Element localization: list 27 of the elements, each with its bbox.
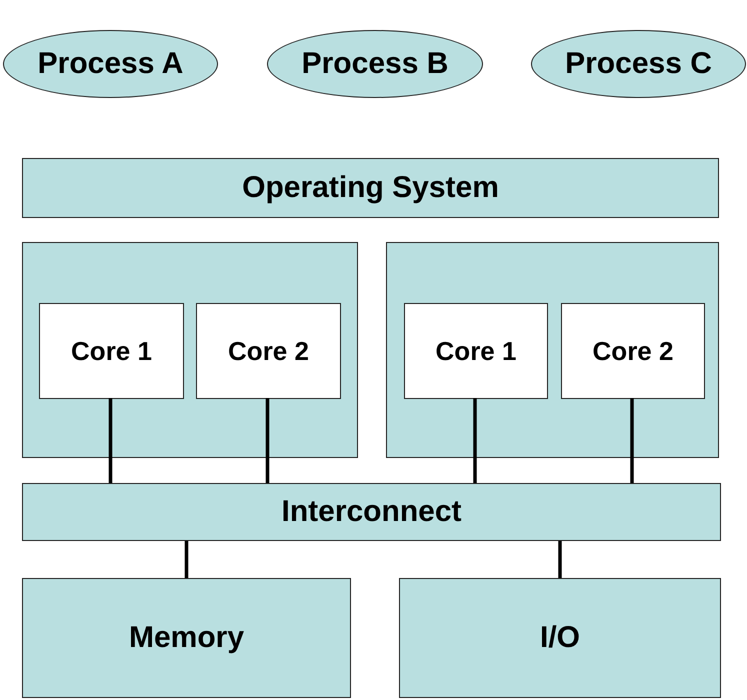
connector-line xyxy=(558,541,562,578)
interconnect-bar xyxy=(22,483,721,541)
node-label: Memory xyxy=(128,621,244,655)
connector-line xyxy=(184,541,188,578)
node-label: Interconnect xyxy=(281,495,462,529)
core-box xyxy=(196,303,341,399)
connector-line xyxy=(630,398,634,483)
node-label: Core 1 xyxy=(71,336,152,366)
node-label: Process C xyxy=(565,47,712,81)
node-label: Process B xyxy=(302,47,448,81)
node-label: Operating System xyxy=(242,171,499,205)
node-label: Core 1 xyxy=(436,336,516,366)
core-box xyxy=(39,303,184,399)
core-box xyxy=(404,303,548,399)
processor-chip-box xyxy=(386,242,719,458)
node-label: I/O xyxy=(540,621,580,655)
core-box xyxy=(561,303,705,399)
memory-box xyxy=(22,578,351,698)
connector-line xyxy=(108,398,112,483)
io-box xyxy=(399,578,721,698)
node-label: Core 2 xyxy=(592,336,674,366)
node-label: Process A xyxy=(38,47,184,81)
os-layer-box xyxy=(22,158,719,218)
node-label: Core 2 xyxy=(228,336,309,366)
connector-line xyxy=(266,398,270,483)
connector-line xyxy=(473,398,477,483)
processor-chip-box xyxy=(22,242,358,458)
